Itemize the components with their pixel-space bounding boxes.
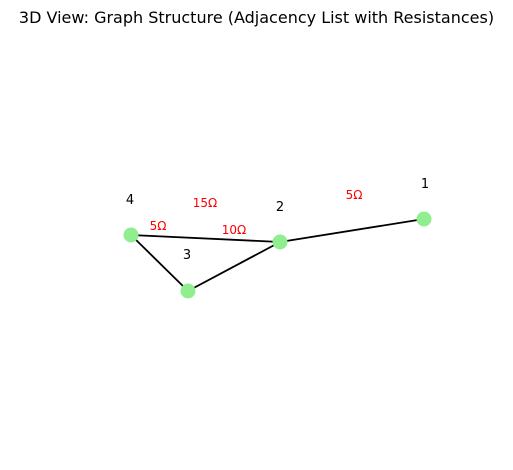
edge-2-4 — [130, 234, 281, 243]
edge-label-2-4: 15Ω — [193, 196, 217, 210]
node-label-layer: 1 2 3 4 — [126, 177, 429, 263]
node-label-4: 4 — [126, 193, 134, 208]
page-title: 3D View: Graph Structure (Adjacency List… — [18, 8, 495, 27]
edge-2-3 — [187, 241, 281, 292]
edge-1-2 — [279, 218, 425, 243]
edge-label-1-2: 5Ω — [346, 188, 363, 202]
node-label-3: 3 — [183, 248, 191, 263]
edge-3-4 — [130, 234, 189, 292]
node-layer — [123, 211, 432, 299]
edge-layer — [130, 218, 425, 292]
node-label-2: 2 — [276, 200, 284, 215]
edge-label-layer: 5Ω 10Ω 15Ω 5Ω — [150, 188, 363, 237]
node-4 — [123, 227, 139, 243]
node-2 — [272, 234, 288, 250]
node-label-1: 1 — [421, 177, 429, 192]
edge-label-2-3: 10Ω — [222, 223, 246, 237]
node-3 — [180, 283, 196, 299]
edge-label-3-4: 5Ω — [150, 219, 167, 233]
node-1 — [416, 211, 432, 227]
